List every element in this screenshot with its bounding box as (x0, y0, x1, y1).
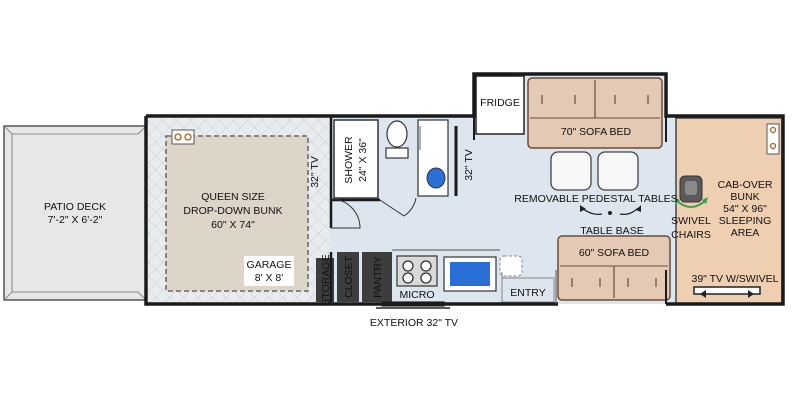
cooktop (396, 255, 438, 287)
sofa-bed-top (527, 77, 663, 149)
kitchen (316, 249, 555, 303)
label-cabover-1: CAB-OVER (718, 179, 773, 191)
label-pantry: PANTRY (372, 256, 384, 298)
pedestal-tables (550, 151, 639, 191)
shower (333, 119, 379, 199)
label-queen-bunk-size: 60" X 74" (211, 219, 255, 231)
label-cabover-5: AREA (731, 227, 760, 239)
bathroom (333, 119, 458, 199)
storage (316, 258, 334, 302)
label-sofa-bed-top: 70" SOFA BED (561, 126, 632, 138)
label-closet: CLOSET (343, 255, 355, 298)
label-patio-deck-size: 7'-2" X 6'-2" (48, 214, 103, 226)
label-tv-bath: 32" TV (463, 149, 475, 181)
label-micro: MICRO (400, 289, 435, 301)
label-fridge: FRIDGE (480, 97, 520, 109)
label-entry: ENTRY (510, 287, 545, 299)
patio-deck-outline (3, 125, 147, 301)
label-garage: GARAGE (247, 259, 292, 271)
outer-wall-bottom (144, 116, 558, 306)
labels: PATIO DECK 7'-2" X 6'-2" QUEEN SIZE DROP… (44, 97, 779, 329)
label-cabover-size: 54" X 96" (723, 203, 767, 215)
door-swings (330, 197, 557, 304)
label-exterior-tv: EXTERIOR 32" TV (370, 317, 458, 329)
table-base-arrows-icon (580, 205, 641, 215)
patio-deck-rail-bottom (3, 291, 147, 301)
cabover-tv (693, 286, 761, 295)
label-patio-deck: PATIO DECK (44, 201, 106, 213)
label-tv-swivel: 39" TV W/SWIVEL (692, 273, 779, 285)
label-shower: SHOWER (343, 136, 355, 184)
label-cabover-4: SLEEPING (719, 215, 772, 227)
label-queen-bunk-1: QUEEN SIZE (201, 191, 265, 203)
label-cabover-2: BUNK (730, 191, 759, 203)
label-storage: STORAGE (320, 254, 332, 305)
sink-icon (426, 167, 446, 189)
label-table-base: TABLE BASE (580, 225, 643, 237)
patio-deck (3, 125, 147, 301)
label-removable-tables: REMOVABLE PEDESTAL TABLES (514, 193, 677, 205)
patio-deck-rail (3, 125, 147, 135)
pantry (362, 252, 392, 302)
sofa-bed-bottom (557, 235, 671, 301)
label-queen-bunk-2: DROP-DOWN BUNK (183, 205, 282, 217)
closet (337, 252, 359, 302)
garage-label-bg (244, 256, 294, 286)
swivel-chair-icon (674, 175, 708, 208)
label-sofa-bed-bottom: 60" SOFA BED (579, 247, 650, 259)
walls (144, 72, 785, 306)
label-tv-garage: 32" TV (309, 156, 321, 188)
label-chairs: CHAIRS (671, 229, 711, 241)
fridge (475, 75, 525, 135)
pedestal-table-right (597, 151, 639, 191)
toilet-icon (385, 120, 409, 159)
outer-wall (146, 72, 785, 306)
label-garage-size: 8' X 8' (255, 272, 284, 284)
label-swivel: SWIVEL (671, 215, 711, 227)
label-shower-size: 24" X 36" (357, 138, 369, 182)
pedestal-table-left (550, 151, 592, 191)
